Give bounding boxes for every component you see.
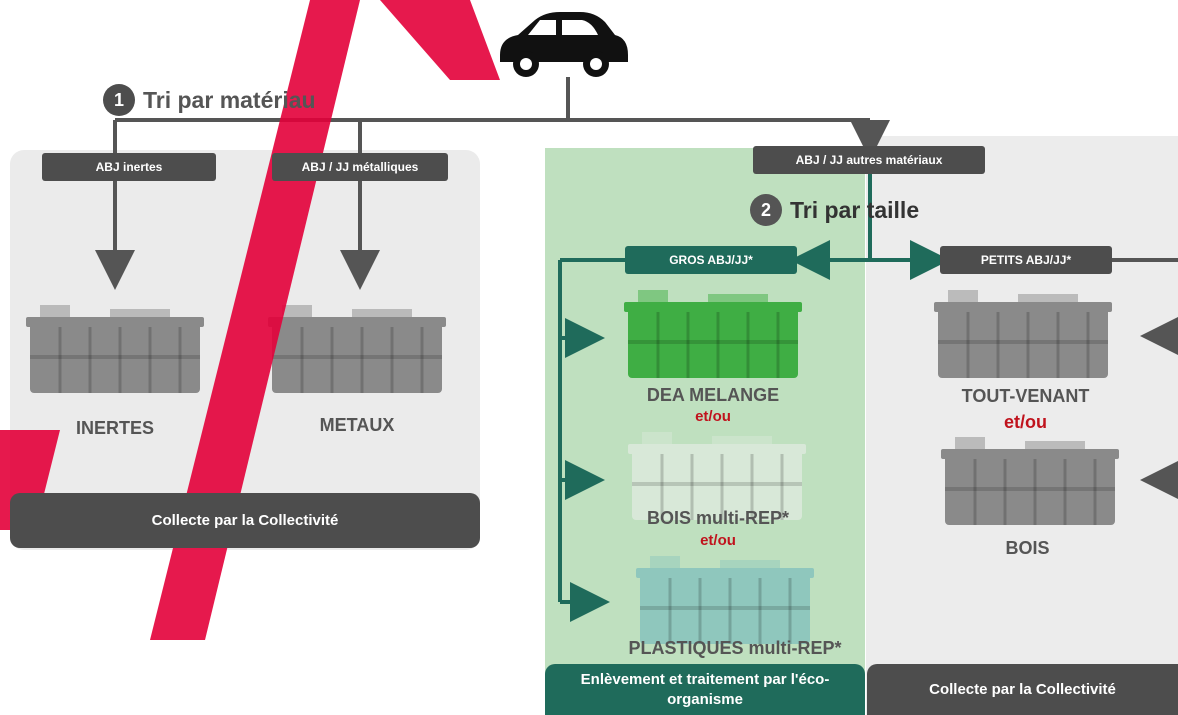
- dumpster-icon-inertes: [24, 303, 206, 395]
- tag-abj-inertes: ABJ inertes: [42, 153, 216, 181]
- dumpster-icon-dea: [622, 288, 804, 380]
- label-dea-melange: DEA MELANGE: [646, 385, 780, 405]
- dumpster-icon-tout-venant: [932, 288, 1114, 380]
- dumpster-icon-metaux: [266, 303, 448, 395]
- label-bois-rep: BOIS multi-REP*: [646, 508, 789, 528]
- label-metaux: METAUX: [319, 415, 395, 435]
- label-inertes: INERTES: [75, 418, 154, 438]
- dumpster-icon-plastiques: [634, 554, 816, 646]
- panel-collectivite-right: [866, 136, 1178, 715]
- connector-etou-3: et/ou: [1004, 412, 1047, 432]
- label-tout-venant: TOUT-VENANT: [961, 386, 1090, 406]
- step-2-number: 2: [750, 194, 782, 226]
- label-bois: BOIS: [1005, 538, 1050, 558]
- dumpster-icon-bois-rep: [626, 430, 808, 522]
- connector-etou-1: et/ou: [695, 408, 731, 425]
- tag-petits: PETITS ABJ/JJ*: [940, 246, 1112, 274]
- step-1-label: Tri par matériau: [143, 86, 316, 113]
- step-1: 1 Tri par matériau: [103, 84, 316, 116]
- step-1-number: 1: [103, 84, 135, 116]
- dumpster-icon-bois: [939, 435, 1121, 527]
- footer-eco-organisme: Enlèvement et traitement par l'éco-organ…: [545, 664, 865, 715]
- step-2-label: Tri par taille: [790, 196, 920, 223]
- connector-etou-2: et/ou: [700, 532, 736, 549]
- tag-abj-autres: ABJ / JJ autres matériaux: [753, 146, 985, 174]
- label-plastiques: PLASTIQUES multi-REP*: [628, 638, 842, 658]
- step-2: 2 Tri par taille: [750, 194, 919, 226]
- tag-abj-metalliques: ABJ / JJ métalliques: [272, 153, 448, 181]
- tag-gros: GROS ABJ/JJ*: [625, 246, 797, 274]
- footer-collecte-right: Collecte par la Collectivité: [867, 664, 1178, 715]
- car-icon: [500, 12, 628, 77]
- footer-collecte-left: Collecte par la Collectivité: [10, 493, 480, 548]
